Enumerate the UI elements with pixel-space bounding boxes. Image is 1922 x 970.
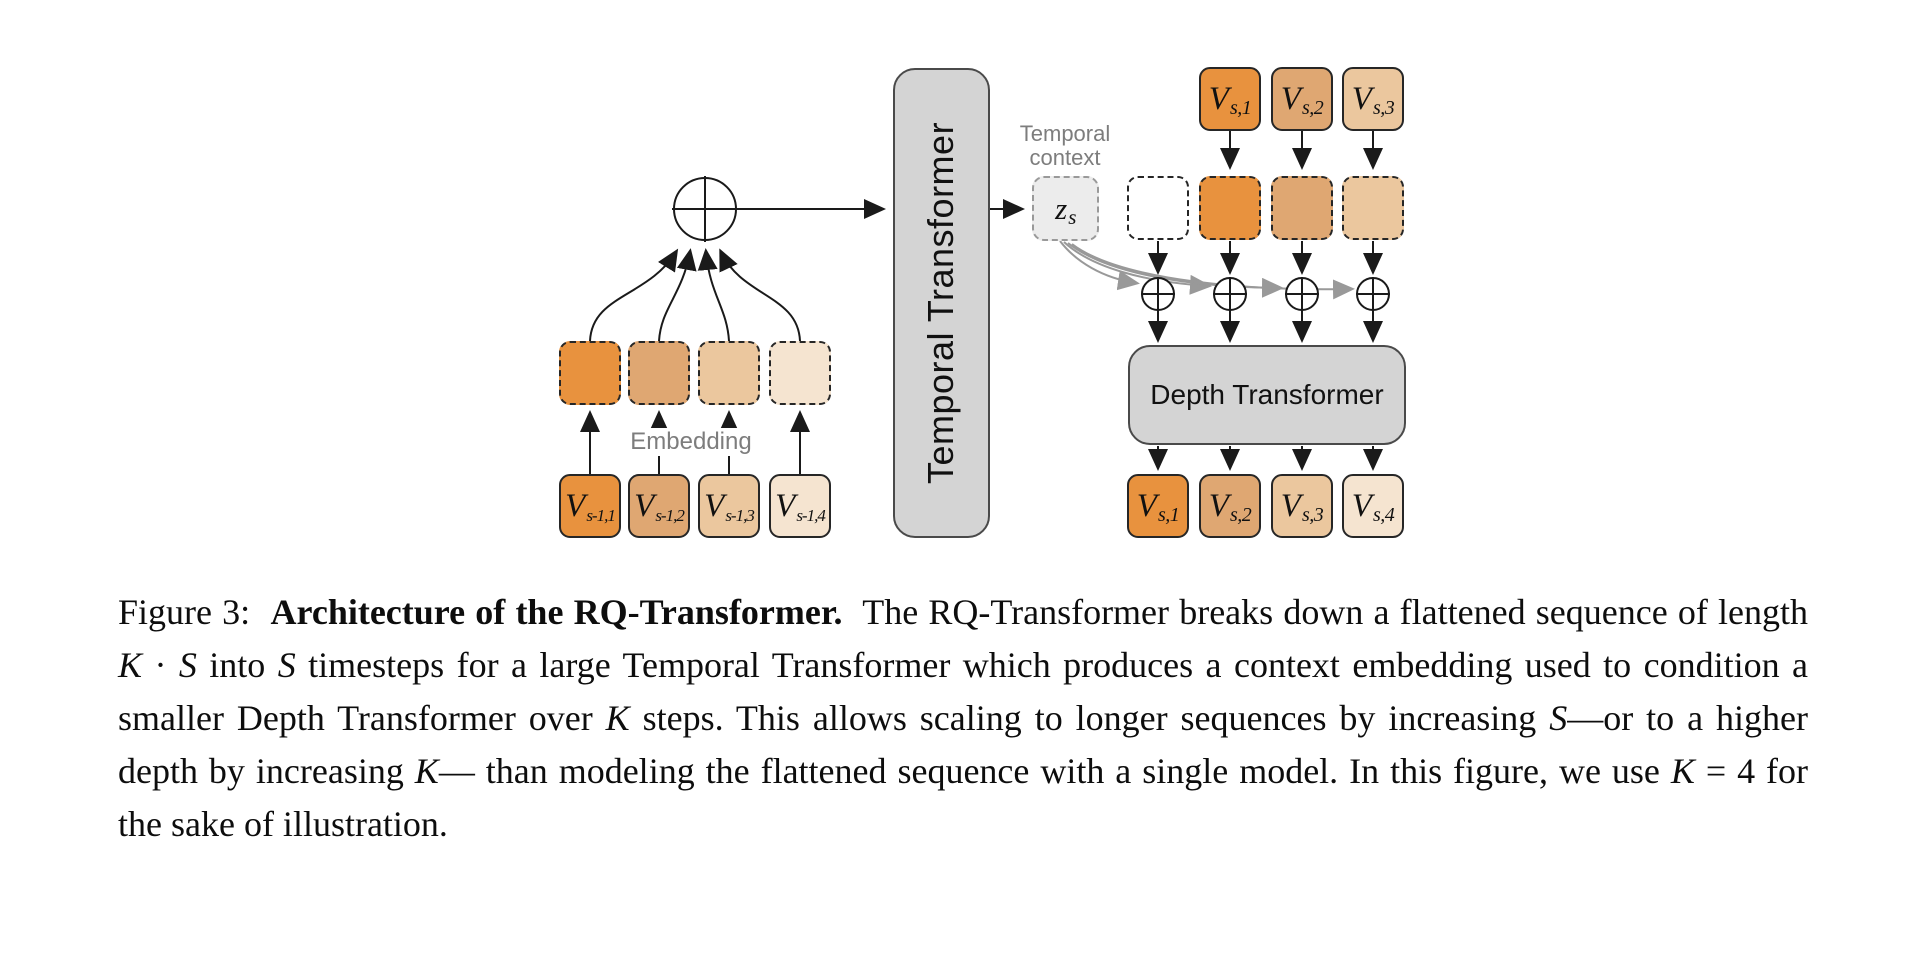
temporal-transformer-box: Temporal Transformer [893,68,990,538]
depth-output-arrows [1148,446,1383,471]
diagram-arrows [580,131,1390,474]
sum-node-icon [672,176,738,242]
temporal-context-label: Temporal context [1019,121,1111,170]
right-slot-3 [1342,176,1404,240]
sum-input-curves [589,248,801,342]
right-slot-empty [1127,176,1189,240]
left-embedded-slot-1 [559,341,621,405]
embedding-label: Embedding [625,428,757,456]
code-input-arrows [1220,131,1383,170]
sum-node-icons-right [1141,277,1390,311]
left-embedded-slot-3 [698,341,760,405]
sum-to-depth-arrows [1148,311,1383,343]
right-slot-1 [1199,176,1261,240]
depth-transformer-box: Depth Transformer [1128,345,1406,445]
slot-to-sum-arrows [1148,241,1383,275]
right-slot-2 [1271,176,1333,240]
depth-transformer-label: Depth Transformer [1150,379,1384,410]
temporal-transformer-label: Temporal Transformer [920,121,962,485]
figure-caption: Figure 3: Architecture of the RQ-Transfo… [118,592,1809,844]
left-embedded-slot-4 [769,341,831,405]
left-embedded-slot-2 [628,341,690,405]
